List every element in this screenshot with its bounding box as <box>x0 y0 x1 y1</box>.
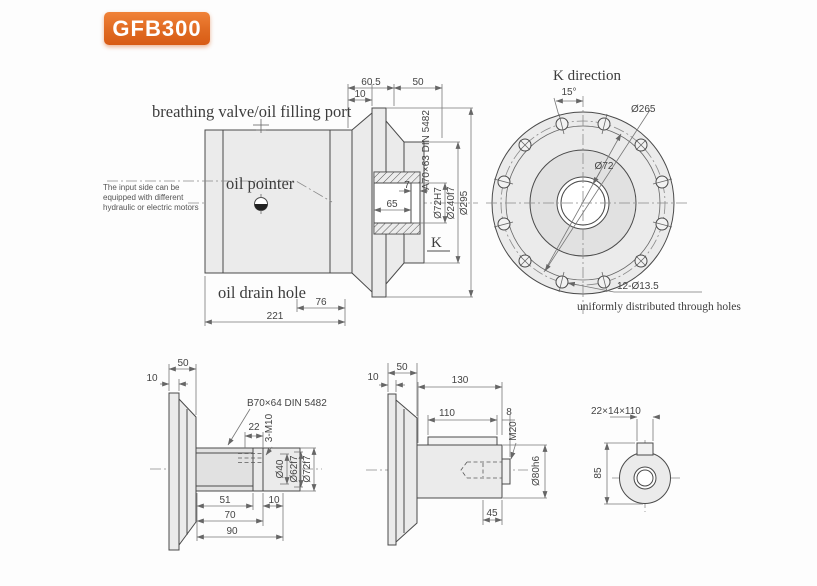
dim-50: 50 <box>396 362 408 373</box>
holes-note: uniformly distributed through holes <box>577 301 741 313</box>
note-line-2: equipped with different <box>103 193 184 202</box>
main-bottom-dims <box>204 276 346 326</box>
note-line-1: The input side can be <box>103 183 180 192</box>
dim-50: 50 <box>412 77 424 88</box>
dim-10: 10 <box>367 372 379 383</box>
dim-62f7: Ø62f7 <box>289 455 300 483</box>
dim-7: 7 <box>404 180 410 191</box>
oil-pointer-icon <box>254 194 268 214</box>
oil-drain-label: oil drain hole <box>218 283 306 302</box>
dim-pilot-240f7: Ø240f7 <box>446 186 457 219</box>
keyed-shaft-dims <box>379 363 548 525</box>
tap-leader <box>265 446 273 456</box>
housing-cone <box>351 111 373 294</box>
dim-70: 70 <box>224 510 236 521</box>
angle-dim <box>553 97 584 117</box>
spline-shaft-dims <box>160 364 317 541</box>
bolt-hole <box>555 275 569 289</box>
bolt-holes <box>493 113 673 293</box>
dim-76: 76 <box>315 297 327 308</box>
bolt-hole <box>597 275 611 289</box>
breathing-valve-icon <box>253 119 269 133</box>
dim-80h6: Ø80h6 <box>531 456 542 486</box>
model-badge: GFB300 <box>104 12 210 45</box>
flange-plate <box>387 393 397 546</box>
dim-m20: M20 <box>508 421 519 441</box>
key <box>427 436 498 446</box>
breathing-valve-label: breathing valve/oil filling port <box>152 102 352 121</box>
diameter-leaders <box>543 109 702 293</box>
m20-leader <box>510 442 517 460</box>
output-shaft <box>416 444 503 499</box>
dim-15deg: 15° <box>561 87 576 98</box>
key-section-view: 22×14×110 85 <box>591 406 680 512</box>
dim-60-5: 60.5 <box>361 77 381 88</box>
dim-8: 8 <box>506 407 512 418</box>
flange-plate <box>168 392 180 551</box>
main-top-dims <box>347 84 443 138</box>
dim-110: 110 <box>439 408 455 419</box>
dim-72f7: Ø72f7 <box>302 455 313 483</box>
bolt-hole <box>555 117 569 131</box>
dim-10b: 10 <box>268 495 280 506</box>
dim-221: 221 <box>267 311 284 322</box>
spline-shaft-view: 50 10 B70×64 DIN 5482 22 3-M10 Ø40 Ø62f7… <box>146 358 327 551</box>
spline-leader <box>227 408 251 446</box>
dim-spline-a70: A70×63 DIN 5482 <box>421 110 432 190</box>
dim-45: 45 <box>486 508 498 519</box>
flange-cone <box>395 398 418 544</box>
shaft-end-stub <box>501 458 511 485</box>
m20-hole <box>460 461 502 479</box>
k-view-title: K direction <box>553 68 621 84</box>
dim-holes: 12-Ø13.5 <box>617 281 659 292</box>
spline-hub <box>373 171 421 235</box>
k-view-mark: K <box>431 235 442 251</box>
dim-130: 130 <box>452 375 469 386</box>
dim-65: 65 <box>386 199 398 210</box>
dim-90: 90 <box>226 526 238 537</box>
dim-85: 85 <box>593 467 604 479</box>
dim-50: 50 <box>177 358 189 369</box>
housing-mid-section <box>329 129 353 274</box>
oil-pointer-label: oil pointer <box>226 174 295 193</box>
dim-spline-b70: B70×64 DIN 5482 <box>247 398 327 409</box>
dim-265: Ø265 <box>631 104 656 115</box>
note-line-3: hydraulic or electric motors <box>103 203 199 212</box>
dim-10: 10 <box>354 89 366 100</box>
main-side-view: breathing valve/oil filling port oil poi… <box>103 77 478 326</box>
note-leader <box>107 180 333 203</box>
key-section-dims <box>604 414 660 505</box>
m10-holes <box>238 453 264 463</box>
main-diameter-dims <box>373 107 474 298</box>
key-section <box>636 442 654 456</box>
k-direction-view: K direction 15° Ø265 Ø72 12-Ø13.5 unifor… <box>486 68 741 314</box>
m20-tapped-hole <box>636 469 654 487</box>
dim-key-spec: 22×14×110 <box>591 406 641 417</box>
dim-22: 22 <box>248 422 260 433</box>
input-note: The input side can be equipped with diff… <box>103 183 199 212</box>
dim-40: Ø40 <box>275 459 286 478</box>
bolt-hole <box>597 117 611 131</box>
dim-3-m10: 3-M10 <box>264 413 275 442</box>
dim-51: 51 <box>219 495 231 506</box>
dim-bore-72h7: Ø72H7 <box>433 187 444 219</box>
keyed-shaft-view: 50 10 130 110 8 M20 Ø80h6 45 <box>366 362 548 546</box>
model-badge-label: GFB300 <box>112 15 202 41</box>
dim-flange-295: Ø295 <box>459 190 470 215</box>
dim-10: 10 <box>146 373 158 384</box>
dim-72: Ø72 <box>595 161 614 172</box>
